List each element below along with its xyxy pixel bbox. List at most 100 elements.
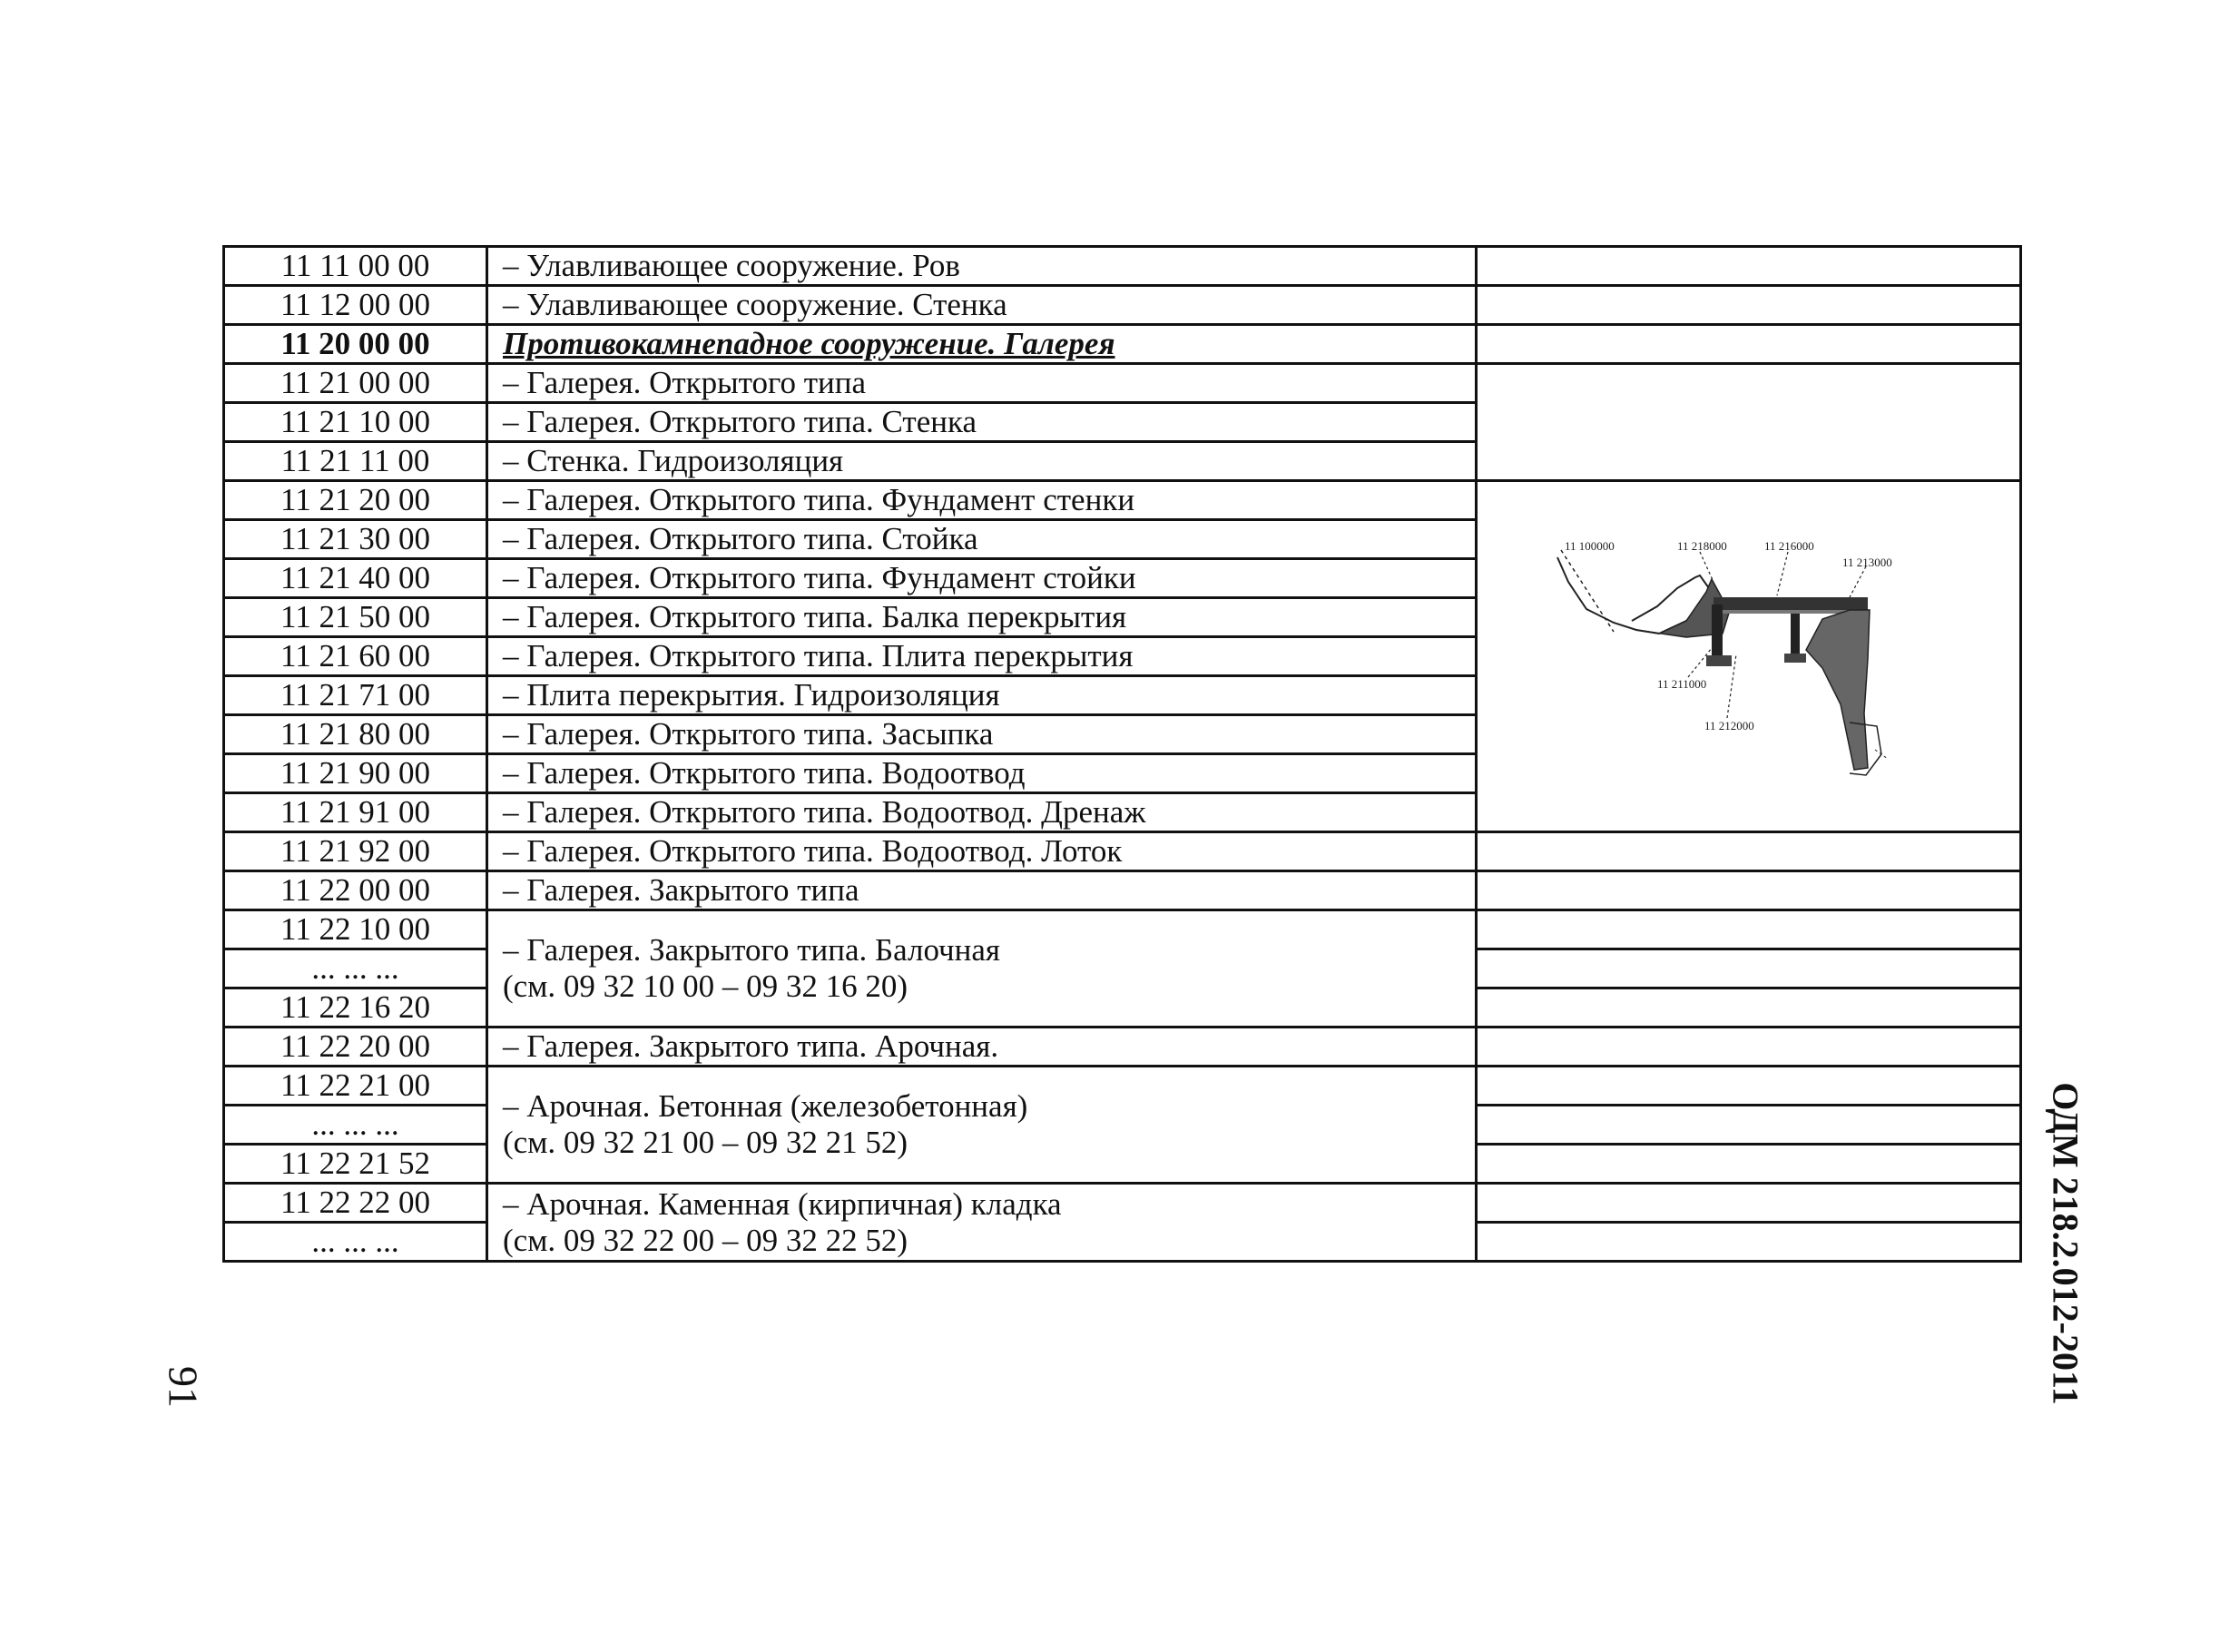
table-row: 11 22 16 20 — [222, 987, 2022, 1028]
table-row: 11 22 10 00 – Галерея. Закрытого типа. Б… — [222, 909, 2022, 1028]
row-code: 11 12 00 00 — [222, 284, 488, 326]
row-description: – Галерея. Открытого типа. Водоотвод. Др… — [486, 792, 1478, 833]
row-image-cell — [1475, 870, 2022, 911]
row-image-cell — [1475, 1182, 2022, 1224]
description-line: – Арочная. Каменная (кирпичная) кладка — [503, 1185, 1062, 1222]
row-image-cell — [1475, 1143, 2022, 1185]
table-row: 11 21 80 00 – Галерея. Открытого типа. З… — [222, 713, 2021, 755]
row-code: 11 21 00 00 — [222, 362, 488, 404]
row-image-cell — [1475, 1026, 2022, 1067]
row-description: – Галерея. Открытого типа. Водоотвод — [486, 752, 1478, 794]
row-description: – Галерея. Закрытого типа. Балочная (см.… — [486, 909, 1478, 1028]
row-code: 11 22 00 00 — [222, 870, 488, 911]
table-row: 11 22 20 00 – Галерея. Закрытого типа. А… — [222, 1026, 2022, 1067]
table-row: 11 21 11 00 – Стенка. Гидроизоляция — [222, 440, 2021, 482]
table-row: 11 21 60 00 – Галерея. Открытого типа. П… — [222, 635, 2021, 677]
document-code: ОДМ 218.2.012-2011 — [2038, 1071, 2093, 1416]
row-image-cell — [1475, 987, 2022, 1028]
table-row: 11 22 00 00 – Галерея. Закрытого типа — [222, 870, 2022, 911]
section-heading: Противокамнепадное сооружение. Галерея — [486, 323, 1478, 365]
description-line: (см. 09 32 21 00 – 09 32 21 52) — [503, 1125, 908, 1160]
description-line: – Галерея. Закрытого типа. Балочная — [503, 932, 1001, 968]
row-code: 11 21 91 00 — [222, 792, 488, 833]
row-description: – Плита перекрытия. Гидроизоляция — [486, 674, 1478, 716]
table-row: 11 22 21 52 — [222, 1143, 2022, 1185]
gallery-cross-section-figure: 11 100000 11 218000 11 216000 11 213000 … — [1556, 539, 1892, 776]
row-code: ... ... ... — [222, 948, 488, 989]
row-code: 11 21 10 00 — [222, 401, 488, 443]
table-row: 11 21 92 00 – Галерея. Открытого типа. В… — [222, 831, 2022, 872]
table-row: 11 21 91 00 – Галерея. Открытого типа. В… — [222, 792, 2021, 833]
row-description: – Галерея. Открытого типа. Плита перекры… — [486, 635, 1478, 677]
classifier-table: 11 11 00 00 – Улавливающее сооружение. Р… — [222, 245, 2022, 1263]
table-row: 11 21 00 00 – Галерея. Открытого типа — [222, 362, 2022, 482]
row-code: 11 21 80 00 — [222, 713, 488, 755]
row-code: 11 22 16 20 — [222, 987, 488, 1028]
row-description: – Галерея. Открытого типа. Стенка — [486, 401, 1478, 443]
row-description: – Галерея. Открытого типа — [486, 362, 1478, 404]
row-code: 11 21 20 00 — [222, 479, 488, 521]
row-image-cell — [1475, 909, 2022, 950]
figure-label: 11 216000 — [1764, 539, 1814, 553]
row-description: – Галерея. Закрытого типа. Арочная. — [486, 1026, 1478, 1067]
row-description: – Стенка. Гидроизоляция — [486, 440, 1478, 482]
table-row: 11 21 50 00 – Галерея. Открытого типа. Б… — [222, 596, 2021, 638]
row-code: 11 22 10 00 — [222, 909, 488, 950]
table-row: 11 11 00 00 – Улавливающее сооружение. Р… — [222, 245, 2022, 287]
row-description: – Арочная. Бетонная (железобетонная) (см… — [486, 1065, 1478, 1185]
table-row: 11 22 22 00 – Арочная. Каменная (кирпичн… — [222, 1182, 2022, 1263]
row-image-cell — [1475, 1221, 2022, 1263]
row-code: 11 21 71 00 — [222, 674, 488, 716]
table-row: 11 21 10 00 – Галерея. Открытого типа. С… — [222, 401, 2021, 443]
row-code: 11 21 40 00 — [222, 557, 488, 599]
row-description: – Галерея. Открытого типа. Стойка — [486, 518, 1478, 560]
row-image-cell — [1475, 831, 2022, 872]
row-description: – Галерея. Открытого типа. Фундамент сте… — [486, 479, 1478, 521]
row-image-cell — [1475, 362, 2022, 482]
table-row: 11 21 30 00 – Галерея. Открытого типа. С… — [222, 518, 2021, 560]
table-row: 11 21 71 00 – Плита перекрытия. Гидроизо… — [222, 674, 2021, 716]
row-description: – Галерея. Закрытого типа — [486, 870, 1478, 911]
figure-label: 11 100000 — [1565, 539, 1615, 553]
document-code-text: ОДМ 218.2.012-2011 — [2045, 1082, 2087, 1405]
figure-label: 11 212000 — [1704, 719, 1754, 733]
row-image-cell — [1475, 323, 2022, 365]
table-row: ... ... ... — [222, 1221, 2022, 1263]
description-line: – Арочная. Бетонная (железобетонная) — [503, 1088, 1028, 1124]
description-line: (см. 09 32 22 00 – 09 32 22 52) — [503, 1222, 908, 1258]
row-code: 11 22 22 00 — [222, 1182, 488, 1224]
table-row: 11 21 20 00 – Галерея. Открытого типа. Ф… — [222, 479, 2022, 833]
row-code: 11 22 21 52 — [222, 1143, 488, 1185]
row-code: 11 21 50 00 — [222, 596, 488, 638]
row-description: – Улавливающее сооружение. Стенка — [486, 284, 1478, 326]
figure-label: 11 211000 — [1657, 677, 1706, 691]
description-line: (см. 09 32 10 00 – 09 32 16 20) — [503, 969, 908, 1004]
page-number: 91 — [156, 1351, 211, 1423]
row-code: 11 21 92 00 — [222, 831, 488, 872]
figure-label: 11 218000 — [1677, 539, 1727, 553]
row-image-cell — [1475, 1065, 2022, 1106]
row-description: – Галерея. Открытого типа. Водоотвод. Ло… — [486, 831, 1478, 872]
table-row: ... ... ... — [222, 1104, 2022, 1146]
table-row: 11 21 40 00 – Галерея. Открытого типа. Ф… — [222, 557, 2021, 599]
table-row: 11 21 90 00 – Галерея. Открытого типа. В… — [222, 752, 2021, 794]
row-code: ... ... ... — [222, 1221, 488, 1263]
row-code: 11 21 30 00 — [222, 518, 488, 560]
table-row: ... ... ... — [222, 948, 2022, 989]
row-description: – Улавливающее сооружение. Ров — [486, 245, 1478, 287]
gallery-figure-cell: 11 100000 11 218000 11 216000 11 213000 … — [1475, 479, 2022, 833]
page-number-text: 91 — [160, 1366, 207, 1408]
row-code: 11 22 21 00 — [222, 1065, 488, 1106]
row-code: 11 21 60 00 — [222, 635, 488, 677]
table-row: 11 12 00 00 – Улавливающее сооружение. С… — [222, 284, 2022, 326]
row-description: – Галерея. Открытого типа. Фундамент сто… — [486, 557, 1478, 599]
table-row: 11 22 21 00 – Арочная. Бетонная (железоб… — [222, 1065, 2022, 1185]
row-image-cell — [1475, 1104, 2022, 1146]
row-image-cell — [1475, 245, 2022, 287]
row-code: 11 21 90 00 — [222, 752, 488, 794]
row-code: 11 20 00 00 — [222, 323, 488, 365]
row-description: – Галерея. Открытого типа. Засыпка — [486, 713, 1478, 755]
row-code: 11 11 00 00 — [222, 245, 488, 287]
row-image-cell — [1475, 284, 2022, 326]
table-row-section: 11 20 00 00 Противокамнепадное сооружени… — [222, 323, 2022, 365]
